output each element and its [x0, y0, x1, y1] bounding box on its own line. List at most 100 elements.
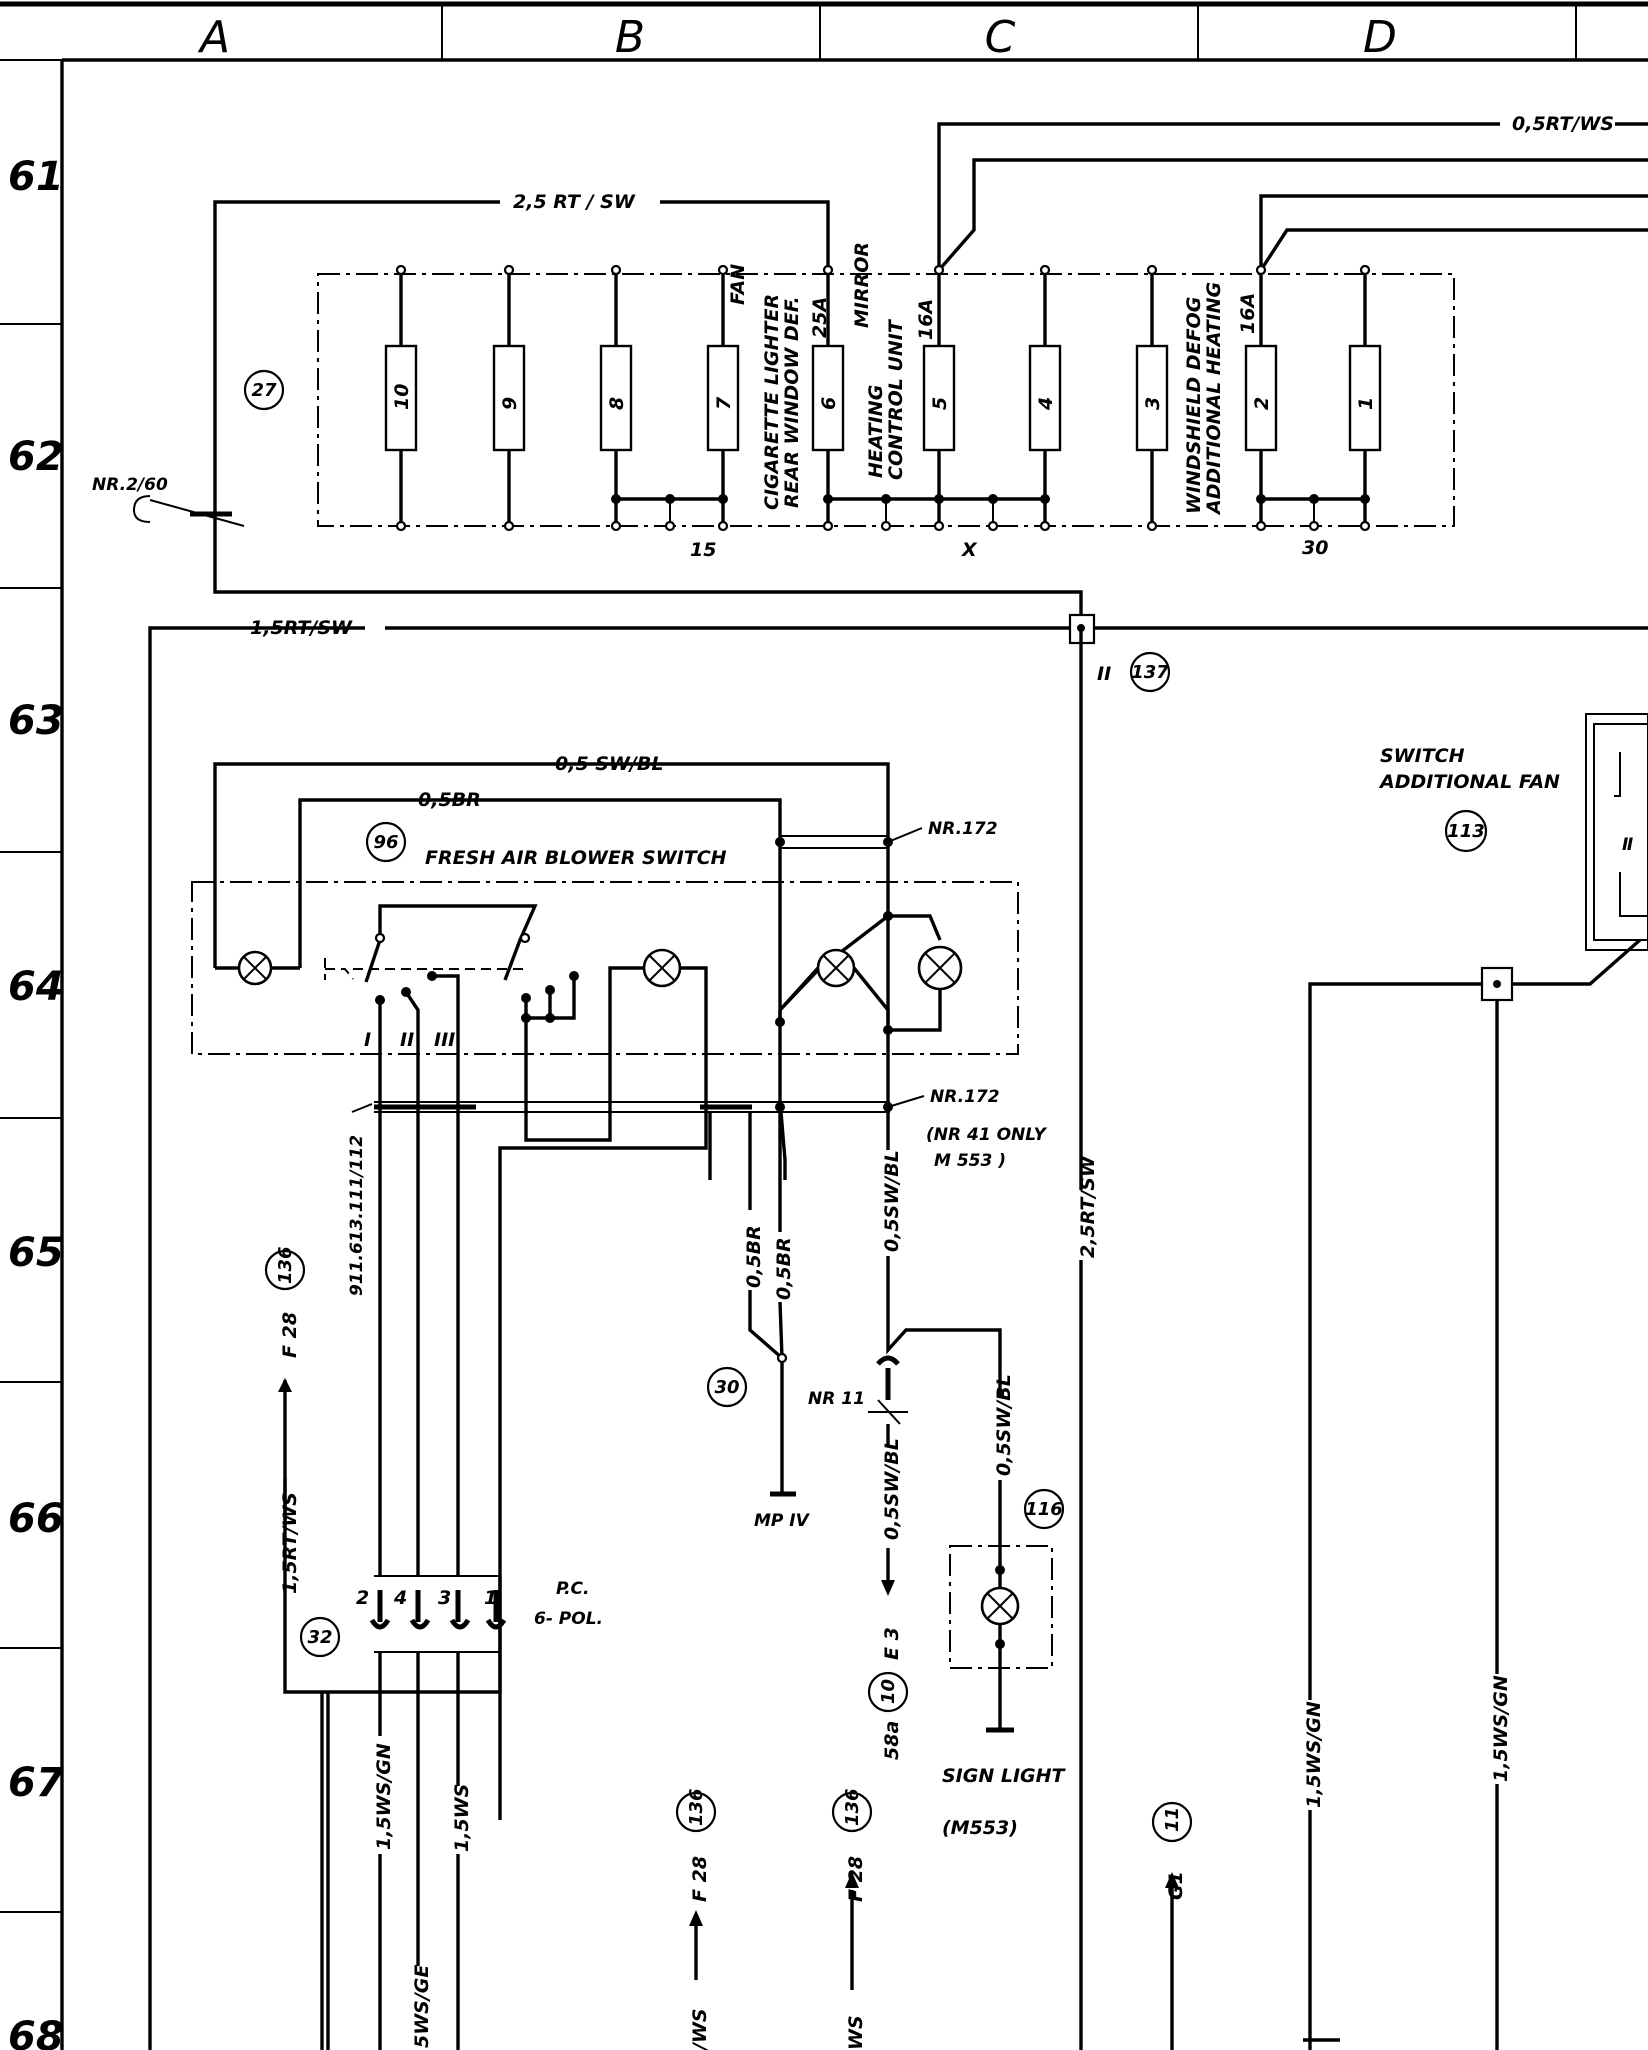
lamp-cross — [822, 954, 850, 982]
row-label-65: 65 — [8, 1230, 64, 1276]
connector-nr11-socket — [876, 1355, 900, 1366]
wire-25rtsw-left — [213, 200, 1083, 628]
wire-05rtws — [937, 122, 1500, 275]
fuse-terminal — [395, 520, 407, 532]
ref-f28-c-code: F 28 — [845, 1856, 867, 1902]
relay-lead — [852, 966, 890, 1030]
fuse-3-number: 3 — [1142, 397, 1164, 410]
terminal — [880, 520, 892, 532]
wire-label-25rtsw-vertical: 2,5RT/SW — [1077, 1155, 1099, 1258]
left-branch: F 28 136 1,5RT/WS 32 2 4 3 1 P.C. 6- POL… — [264, 1246, 603, 2050]
component-ref-30 — [706, 1366, 748, 1408]
connector-nr172-top-label: NR.172 — [928, 819, 998, 839]
lamp-cross — [986, 1592, 1014, 1620]
wire-05swbl — [213, 762, 890, 1102]
wire-label-15ws: 1,5WS — [451, 1784, 473, 1852]
component-ref-137-label: 137 — [1131, 662, 1169, 683]
fuse-terminal — [717, 264, 729, 276]
row-label-63: 63 — [8, 698, 64, 744]
component-ref-32-label: 32 — [307, 1627, 332, 1648]
column-label-a: A — [197, 12, 230, 63]
plug-pin-3: 3 — [438, 1587, 451, 1609]
switch-pos-label-I: I — [364, 1029, 371, 1051]
fuse-terminal — [822, 264, 834, 276]
terminal — [1308, 520, 1320, 532]
wire-label-ws-a: /WS — [689, 2008, 711, 2050]
fuse-4-number: 4 — [1035, 397, 1057, 411]
fuse-terminal — [610, 520, 622, 532]
fuse-6-label-2: REAR WINDOW DEF. — [781, 296, 803, 508]
fuse-terminal — [1146, 520, 1158, 532]
wire-label-wsge: 5WS/GE — [411, 1965, 433, 2048]
ref-e3-terminal: 58a — [881, 1721, 903, 1760]
fuse-6-label-1: CIGARETTE LIGHTER — [761, 294, 783, 510]
fuse-terminal — [933, 264, 945, 276]
arrow-up-icon — [1165, 1872, 1179, 1888]
wire-label-05br: 0,5BR — [418, 789, 481, 811]
bus-node — [1040, 494, 1050, 504]
arrow-up-icon — [278, 1378, 292, 1392]
component-ref-27-label: 27 — [251, 380, 277, 401]
wire-05br — [298, 798, 787, 1180]
wire-feed-4 — [1259, 228, 1648, 271]
switch-pivot — [374, 932, 386, 944]
wire-label-25rtsw: 2,5 RT / SW — [513, 191, 636, 213]
component-name-116: SIGN LIGHT — [942, 1765, 1067, 1787]
label-bg — [1486, 1674, 1508, 1784]
wire-label-ws-b: WS — [845, 2015, 867, 2050]
splice-node — [1493, 980, 1501, 988]
connector-nr172-leader — [887, 827, 923, 843]
component-ref-30-label: 30 — [714, 1377, 739, 1398]
fuse-1-number: 1 — [1355, 397, 1377, 410]
switch-actuator — [324, 958, 523, 980]
fuse-5-icon — [922, 344, 956, 452]
wire-feed-2 — [937, 158, 1648, 272]
fuse-10-number: 10 — [391, 384, 413, 410]
component-ref-27 — [243, 369, 285, 411]
ref-f28-a-number: 136 — [275, 1246, 296, 1284]
bus-node — [1256, 494, 1266, 504]
row-label-64: 64 — [8, 964, 64, 1010]
fuse-terminal — [1255, 520, 1267, 532]
fuse-2-icon — [1244, 344, 1278, 452]
component-ref-113-label: 113 — [1447, 821, 1485, 842]
fuse-10-icon — [384, 344, 418, 452]
arrow-down-icon — [881, 1580, 895, 1596]
component-name-96: FRESH AIR BLOWER SWITCH — [425, 847, 727, 869]
fuse-7-icon — [706, 344, 740, 452]
fuse-terminal — [1255, 264, 1267, 276]
fuse-1-icon — [1348, 344, 1382, 452]
connector-nr260 — [132, 495, 151, 523]
ref-e3-number: 10 — [878, 1679, 899, 1704]
fuse-6-icon — [811, 344, 845, 452]
fuse-terminal — [1359, 264, 1371, 276]
fuse-terminal — [395, 264, 407, 276]
fuse-5-number: 5 — [929, 397, 951, 410]
switch-pos-label-III: III — [434, 1029, 455, 1051]
ref-f28-c-number: 136 — [842, 1788, 863, 1826]
switch-node — [775, 1017, 785, 1027]
component-ref-116-label: 116 — [1025, 1499, 1063, 1520]
fuse-terminal — [503, 520, 515, 532]
connector-nr11-label: NR 11 — [808, 1389, 865, 1409]
row-label-62: 62 — [8, 434, 64, 480]
row-label-67: 67 — [8, 1760, 64, 1806]
additional-fan: SWITCH ADDITIONAL FAN 113 Ⅱ 1,5WS/GN 1,5… — [1300, 713, 1648, 2050]
column-label-d: D — [1363, 12, 1397, 63]
relay-lead — [778, 966, 820, 1024]
ref-f28-b-circle — [675, 1791, 717, 1833]
part-number-leader — [351, 1103, 373, 1113]
fuse-6-number: 6 — [818, 397, 840, 410]
plug-label-pc: P.C. — [556, 1579, 589, 1599]
fuse-terminal — [503, 264, 515, 276]
bus-node — [1360, 494, 1370, 504]
ref-g1-circle — [1151, 1801, 1193, 1843]
switch-113-contact — [1619, 872, 1648, 917]
lamp-cross — [648, 954, 676, 982]
component-ref-96-label: 96 — [373, 832, 398, 853]
fuse-5-label-1: MIRROR — [851, 242, 873, 328]
wire-label-15rtws: 1,5RT/WS — [279, 1492, 301, 1594]
switch-lever — [364, 904, 538, 983]
